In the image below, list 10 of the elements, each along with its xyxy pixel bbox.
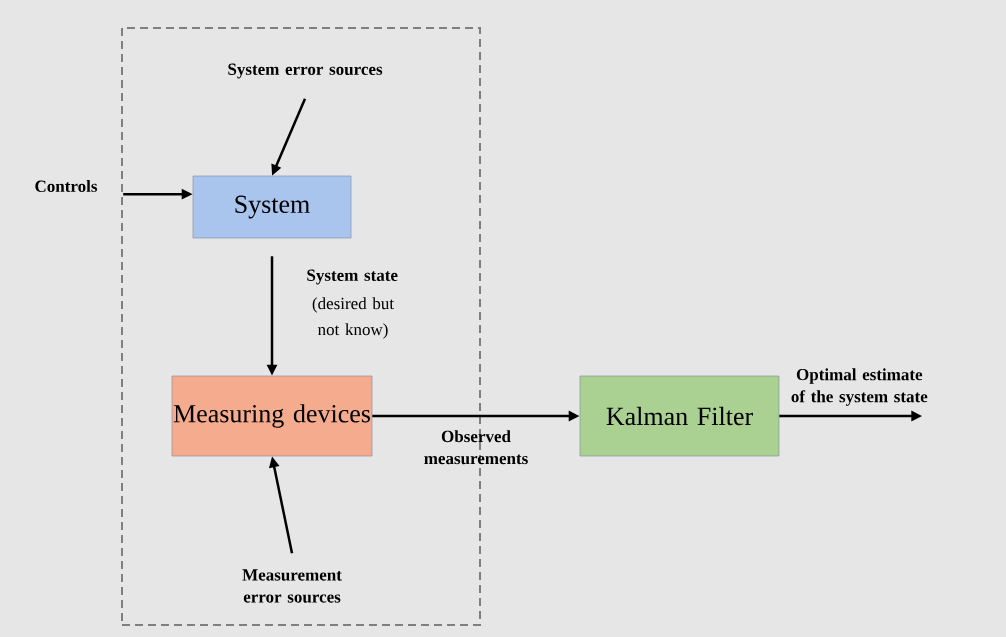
text-label: Controls	[35, 180, 98, 192]
note-text: (desired but not know)	[312, 297, 394, 339]
process-box: Measuring devices	[171, 375, 373, 457]
process-box: System	[192, 175, 352, 239]
edge-label: System state	[307, 269, 398, 285]
text-label: System error sources	[228, 63, 383, 79]
edge-label: Observed measurements	[424, 430, 528, 465]
text-label: Measurement error sources	[242, 569, 342, 603]
process-box: Kalman Filter	[579, 375, 780, 457]
edge-label: Optimal estimate of the system state	[791, 368, 928, 406]
